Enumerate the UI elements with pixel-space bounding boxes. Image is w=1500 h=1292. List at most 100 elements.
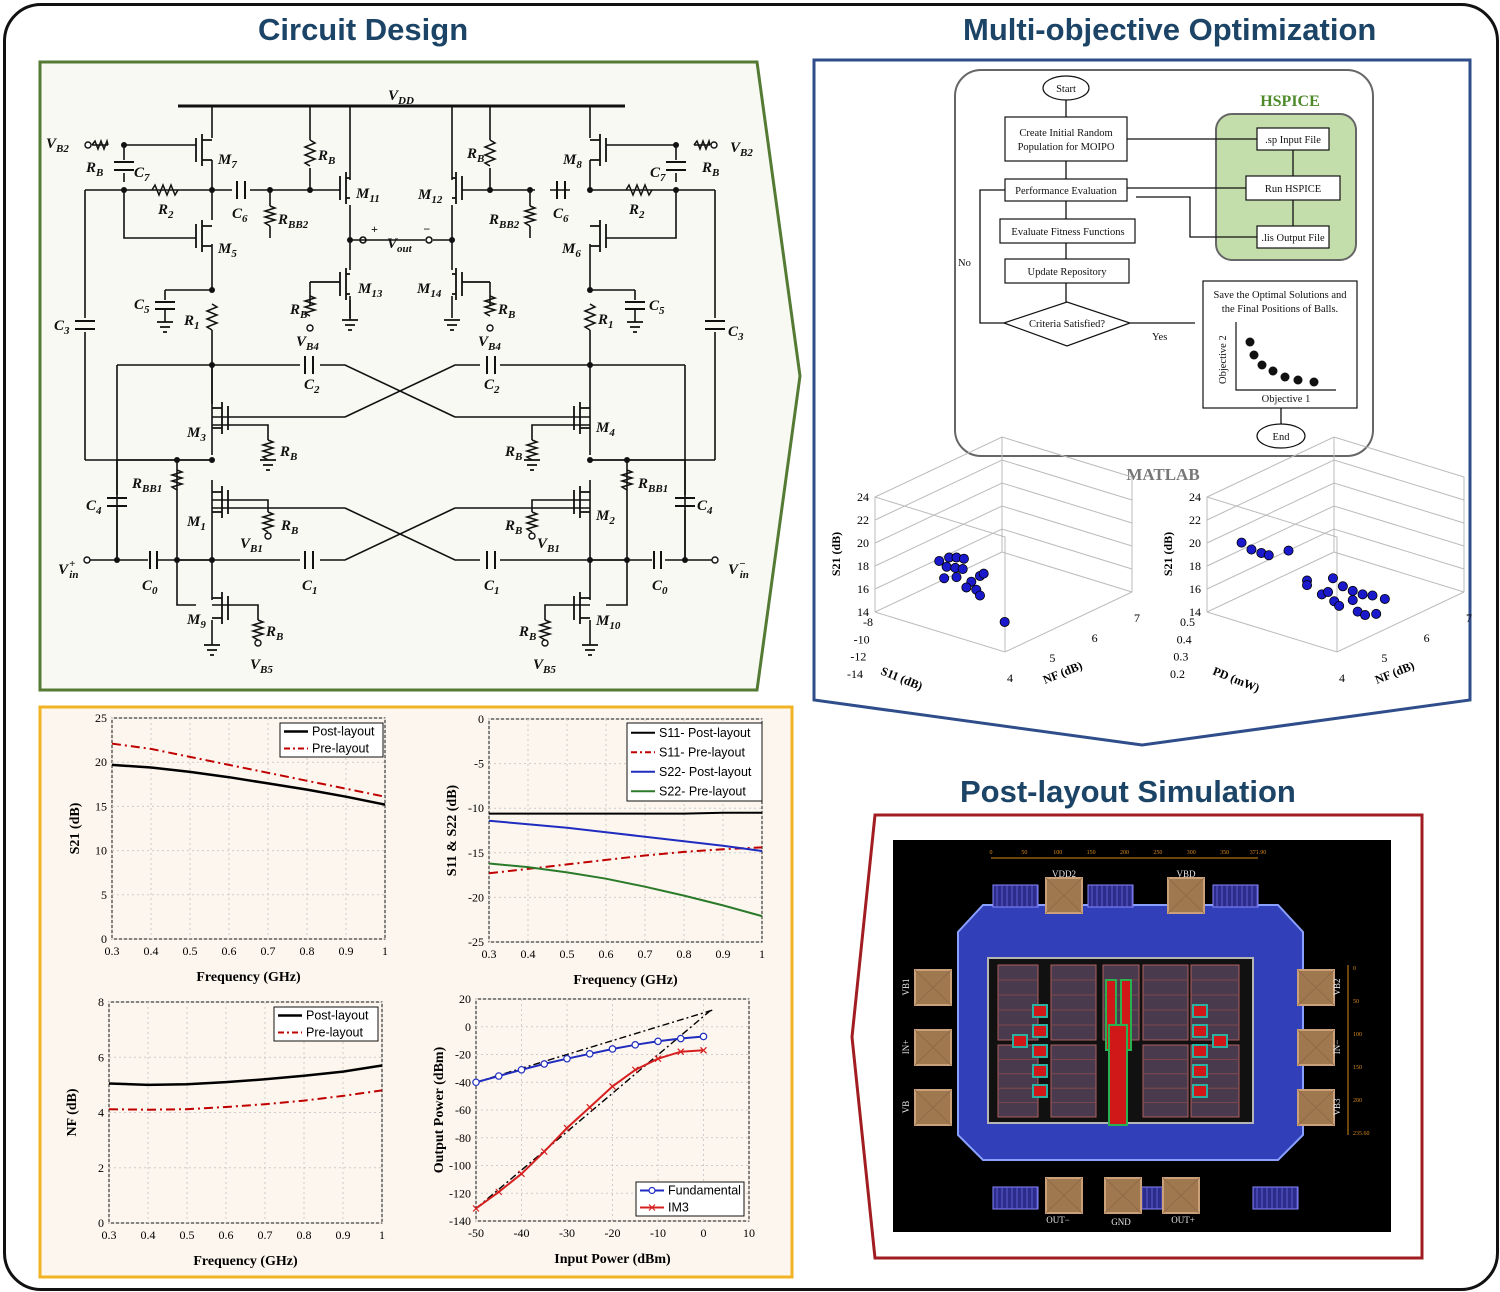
- label-sub: 14: [430, 288, 442, 300]
- legend-label: IM3: [668, 1201, 689, 1215]
- x-tick-label: 0.4: [141, 1228, 156, 1242]
- ground-symbol: [582, 644, 598, 656]
- x-tick-label: -20: [605, 1226, 621, 1240]
- z-tick: 14: [857, 605, 869, 619]
- pad-vdd2-cross: [1045, 877, 1083, 914]
- resistor-r1-right: [582, 303, 598, 331]
- label-sub: 0: [662, 585, 668, 597]
- vout-minus: −: [423, 222, 430, 236]
- junction-dot: [121, 187, 127, 193]
- circuit-label-rb: RB: [497, 302, 515, 321]
- fitness-text: Evaluate Fitness Functions: [1011, 227, 1124, 238]
- circuit-label-m9: M9: [186, 612, 206, 631]
- circuit-label-c3: C3: [54, 318, 70, 337]
- label-base: C: [553, 206, 564, 222]
- label-base: R: [497, 302, 508, 318]
- ruler-tick: 235.60: [1353, 1131, 1370, 1137]
- y-tick-label: 20: [95, 755, 107, 769]
- label-base: C: [728, 324, 739, 340]
- x-tick-label: 1: [382, 944, 388, 958]
- circuit-label-c7: C7: [134, 165, 150, 184]
- resistor-rbb1-left: [169, 469, 185, 491]
- circuit-label-rb: RB: [518, 624, 536, 643]
- ruler-tick: 150: [1353, 1065, 1362, 1071]
- x-tick-label: 0.7: [638, 947, 653, 961]
- flowchart-arrows: [979, 100, 1294, 424]
- label-sub: BB1: [647, 483, 668, 495]
- y-tick: -10: [854, 632, 870, 646]
- z-tick: 24: [1189, 490, 1201, 504]
- data-marker: [677, 1048, 685, 1056]
- data-marker: [517, 1065, 526, 1074]
- criteria-text: Criteria Satisfied?: [1029, 319, 1105, 330]
- x-tick-label: 0.6: [599, 947, 614, 961]
- via-block: [1032, 1044, 1048, 1058]
- x-tick-label: 1: [759, 947, 765, 961]
- via-block: [1012, 1034, 1028, 1048]
- junction-dot: [347, 237, 353, 243]
- vb1-left-terminal: [264, 532, 272, 540]
- data-marker: [631, 1066, 639, 1074]
- junction-dot: [624, 457, 630, 463]
- label-sup: −: [739, 558, 746, 570]
- label-sub: B: [507, 309, 515, 321]
- grid-line: [874, 528, 1133, 590]
- x-tick: 6: [1424, 631, 1430, 645]
- label-sub: 6: [563, 213, 569, 225]
- resistor-rb-vdd-right: [482, 139, 498, 167]
- ground-symbol: [627, 321, 643, 333]
- label-base: V: [250, 657, 262, 673]
- circuit-label-rb: RB: [504, 518, 522, 537]
- pareto-point: [974, 590, 985, 601]
- y-tick-label: 25: [95, 711, 107, 725]
- circuit-label-vb4: VB4: [296, 334, 319, 353]
- arrow: [1127, 138, 1294, 226]
- label-base: C: [86, 498, 97, 514]
- via-block: [1192, 1004, 1208, 1018]
- label-base: C: [484, 578, 495, 594]
- circuit-label-rbb2: RBB2: [277, 212, 309, 231]
- x-tick-label: 0.6: [222, 944, 237, 958]
- label-base: R: [518, 624, 529, 640]
- pareto-point: [1323, 587, 1334, 598]
- circuit-label-c0: C0: [652, 578, 668, 597]
- circuit-label-rb: RB: [504, 444, 522, 463]
- transistor-m10: [573, 592, 590, 624]
- y-tick-label: 0: [98, 1216, 104, 1230]
- label-sub: 4: [706, 505, 713, 517]
- y-tick-label: 10: [95, 844, 107, 858]
- circuit-label-c2: C2: [484, 377, 500, 396]
- vb1-right-terminal: [528, 532, 536, 540]
- label-sub: 8: [576, 159, 582, 171]
- label-sub: B: [289, 451, 297, 463]
- pareto-point: [1367, 590, 1378, 601]
- label-sub: B: [275, 631, 283, 643]
- pad-label: VBD: [1176, 869, 1196, 879]
- wire: [590, 289, 636, 322]
- ruler-tick: 0: [1353, 966, 1356, 972]
- label-sub: B: [528, 631, 536, 643]
- circuit-label-c4: C4: [697, 498, 713, 517]
- label-sub: 7: [144, 172, 150, 184]
- x-tick-label: 0.8: [300, 944, 315, 958]
- x-tick-label: 0.3: [105, 944, 120, 958]
- label-sub: 0: [152, 585, 158, 597]
- label-sub: 2: [608, 515, 615, 527]
- circuit-label-m5: M5: [217, 241, 237, 260]
- postlayout-title: Post-layout Simulation: [960, 774, 1296, 809]
- y-axis-label: NF (dB): [65, 1088, 80, 1136]
- x-tick-label: 0.9: [339, 944, 354, 958]
- x-tick-label: 0.8: [297, 1228, 312, 1242]
- capacitors: [75, 161, 725, 569]
- label-base: C: [142, 578, 153, 594]
- grid-line: [1206, 482, 1465, 544]
- series-line: [111, 763, 386, 806]
- transistors: [195, 134, 607, 624]
- resistor-r2-right: [625, 182, 653, 198]
- data-marker: [563, 1124, 571, 1132]
- resistor-rbb2-right: [522, 205, 538, 227]
- label-sub: 2: [167, 209, 174, 221]
- arrow: [1127, 187, 1257, 238]
- vout-sub: out: [397, 243, 413, 255]
